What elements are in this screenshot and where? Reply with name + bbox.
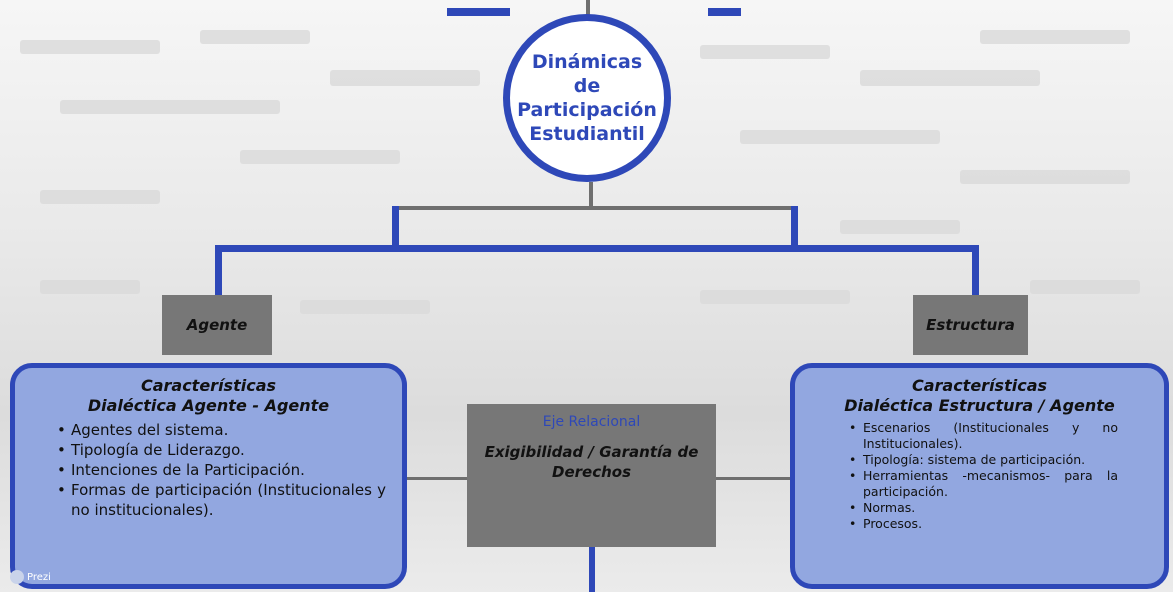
- top-edge-bar-right: [708, 8, 741, 16]
- estructura-item: Tipología: sistema de participación.: [849, 452, 1118, 468]
- center-bottom-connector: [589, 547, 595, 592]
- blue-connector-left-riser: [392, 206, 399, 250]
- prezi-logo-text: Prezi: [27, 571, 51, 583]
- agente-list: Agentes del sistema. Tipología de Lidera…: [57, 420, 386, 520]
- agente-item: Tipología de Liderazgo.: [57, 440, 386, 460]
- eje-subtitle: Eje Relacional: [542, 414, 641, 430]
- center-connector-right: [716, 477, 794, 480]
- agente-item: Agentes del sistema.: [57, 420, 386, 440]
- prezi-logo: Prezi: [10, 570, 51, 584]
- top-edge-bar-left: [447, 8, 510, 16]
- top-edge-connector: [586, 0, 590, 16]
- blue-connector-right-riser: [791, 206, 798, 250]
- estructura-item: Escenarios (Institucionales y no Institu…: [849, 420, 1118, 452]
- agente-label[interactable]: Agente: [162, 295, 272, 355]
- estructura-item: Herramientas -mecanismos- para la partic…: [849, 468, 1118, 500]
- agente-item: Intenciones de la Participación.: [57, 460, 386, 480]
- estructura-heading-2: Dialéctica Estructura / Agente: [844, 396, 1115, 415]
- agente-label-text: Agente: [186, 316, 248, 334]
- center-connector-left: [405, 477, 467, 480]
- gray-connector-horizontal: [394, 206, 796, 210]
- estructura-label[interactable]: Estructura: [913, 295, 1028, 355]
- root-node[interactable]: Dinámicas de Participación Estudiantil: [503, 14, 671, 182]
- agente-panel[interactable]: Características Dialéctica Agente - Agen…: [10, 363, 407, 589]
- estructura-label-text: Estructura: [926, 316, 1015, 334]
- estructura-item: Normas.: [849, 500, 1118, 516]
- eje-title: Exigibilidad / Garantía de Derechos: [484, 443, 699, 481]
- blue-connector-horizontal: [215, 245, 979, 252]
- blue-connector-left-drop: [215, 245, 222, 295]
- estructura-panel[interactable]: Características Dialéctica Estructura / …: [790, 363, 1169, 589]
- agente-heading-1: Características: [140, 376, 277, 395]
- prezi-logo-icon: [10, 570, 24, 584]
- estructura-heading-1: Características: [911, 376, 1048, 395]
- agente-heading-2: Dialéctica Agente - Agente: [87, 396, 330, 415]
- blue-connector-right-drop: [972, 245, 979, 295]
- root-stem: [589, 182, 593, 208]
- root-title: Dinámicas de Participación Estudiantil: [517, 51, 657, 145]
- eje-relacional-box[interactable]: Eje Relacional Exigibilidad / Garantía d…: [467, 404, 716, 547]
- estructura-item: Procesos.: [849, 516, 1118, 532]
- agente-item: Formas de participación (Institucionales…: [57, 480, 386, 520]
- estructura-list: Escenarios (Institucionales y no Institu…: [849, 420, 1118, 532]
